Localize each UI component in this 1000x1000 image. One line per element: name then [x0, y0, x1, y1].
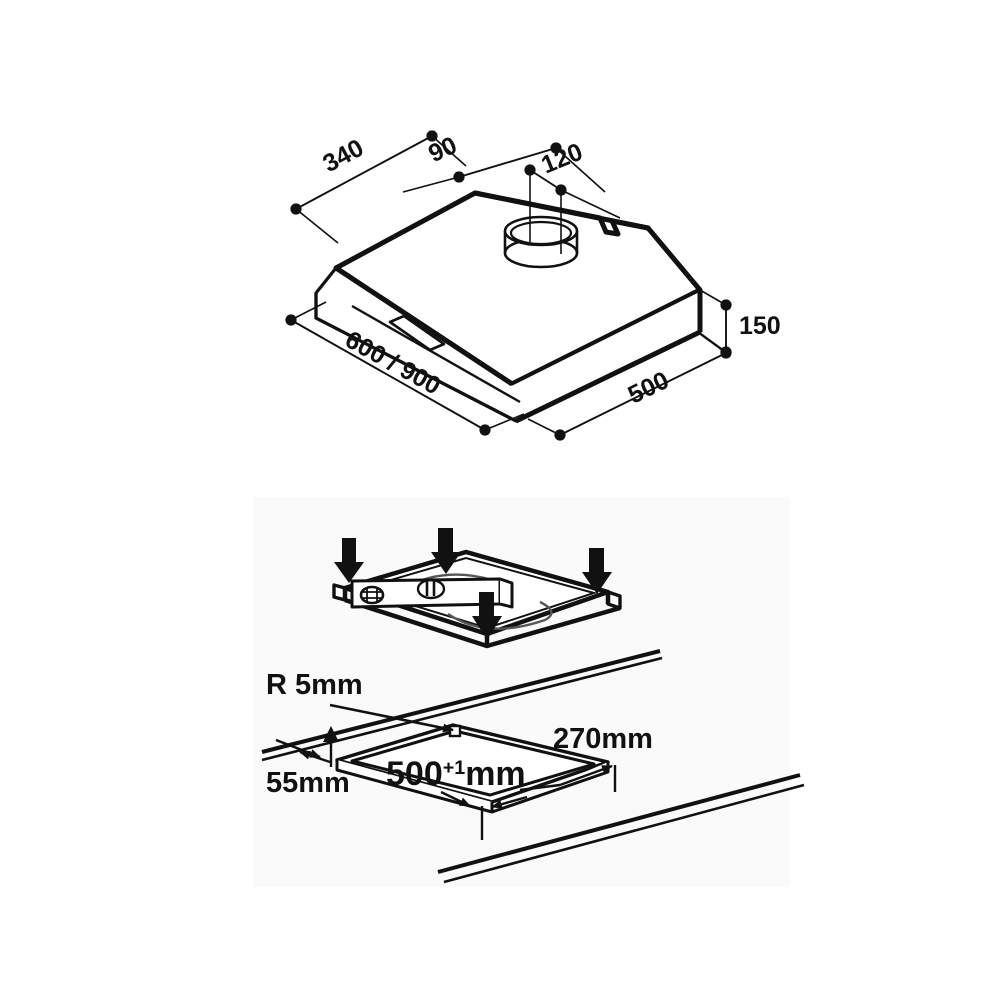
- dim-90-extline-a: [402, 176, 460, 193]
- cooker-hood-body: [314, 190, 703, 424]
- dim-120-dot-start: [524, 164, 536, 176]
- dim-height-dot-start: [720, 299, 732, 311]
- dim-270-line: [559, 764, 613, 787]
- dim-90-dot-start: [453, 171, 465, 183]
- press-arrow-front-icon: [472, 592, 502, 640]
- dim-340-dot-end: [426, 130, 438, 142]
- dimension-edge-distance: 55mm: [266, 726, 350, 799]
- burner-ring-front: [447, 600, 553, 630]
- dim-120-label: 120: [537, 138, 586, 180]
- press-arrow-right-icon: [582, 548, 612, 594]
- dim-width-dot-end: [479, 424, 491, 436]
- dim-height-label: 150: [739, 312, 781, 340]
- dim-55-leader-lower: [299, 750, 331, 764]
- press-arrow-left-icon: [334, 538, 364, 583]
- dim-120-dot-end: [555, 184, 567, 196]
- dim-500mm-tolerance: +1: [443, 757, 466, 779]
- r5mm-leader-line: [329, 703, 454, 733]
- cutout-inner-aperture: [350, 729, 596, 797]
- dim-55-arrow-up-icon: [323, 726, 339, 742]
- dim-340-extline-b: [431, 135, 467, 167]
- dim-120-leader: [560, 189, 621, 219]
- dim-90-extline-b: [555, 147, 606, 193]
- hob-control-strip-end: [499, 577, 514, 609]
- duct-outlet-cylinder: [503, 215, 579, 269]
- dim-270mm-label: 270mm: [553, 723, 653, 755]
- dim-width-extline-a: [290, 301, 327, 321]
- dim-90-dot-end: [550, 142, 562, 154]
- dim-width-dot-start: [285, 314, 297, 326]
- dim-120-line: [529, 169, 562, 191]
- hood-front-band: [314, 293, 517, 423]
- dim-depth-line: [559, 352, 727, 436]
- hood-rear-edge: [472, 190, 651, 237]
- control-knob-grid-icon: [363, 588, 381, 602]
- hob-inner-recess: [356, 556, 598, 630]
- callout-corner-radius: R 5mm: [266, 669, 454, 733]
- dim-500-leader-left: [440, 790, 471, 808]
- dimension-cutout-depth: 270mm: [519, 723, 653, 792]
- dim-340-line: [295, 135, 433, 210]
- worktop-upper-edge-2: [261, 656, 663, 762]
- dim-55mm-label: 55mm: [266, 767, 350, 799]
- dimension-cutout-width: 500+1mm: [386, 755, 528, 840]
- dim-340-extline-a: [295, 208, 339, 244]
- hood-front-underline: [351, 304, 521, 404]
- dim-500mm-value: 500: [386, 755, 443, 793]
- hood-bottom-bevel: [514, 329, 702, 424]
- dim-500mm-suffix: mm: [465, 755, 525, 793]
- dim-height-dot-end: [720, 346, 732, 358]
- dim-depth-dot-start: [554, 429, 566, 441]
- dim-500mm-label: 500+1mm: [386, 755, 526, 793]
- dim-340-label: 340: [318, 134, 368, 178]
- dim-depth-extline-a: [527, 418, 561, 436]
- dim-55-leader-upper: [275, 738, 321, 759]
- r5mm-label: R 5mm: [266, 669, 363, 701]
- install-press-arrows: [334, 528, 612, 640]
- press-arrow-top-icon: [431, 528, 461, 574]
- hob-assembly: [332, 528, 622, 649]
- dim-width-extline-b: [484, 413, 525, 431]
- dimension-height: 150: [699, 289, 781, 358]
- burner-cap-detail: [425, 580, 436, 596]
- dim-width-line: [290, 319, 486, 431]
- hood-front-plate: [334, 265, 514, 387]
- control-knob-icon[interactable]: [359, 585, 385, 605]
- dim-500-leader-right: [491, 795, 528, 809]
- duct-top-ellipse-inner: [509, 220, 573, 246]
- control-panel-slot[interactable]: [388, 314, 446, 352]
- dim-340-dot-start: [290, 203, 302, 215]
- worktop-front-edge-1: [437, 773, 801, 874]
- dim-depth-label: 500: [624, 366, 674, 409]
- worktop-front-edge-2: [443, 783, 805, 884]
- dim-90-line: [458, 147, 557, 178]
- dim-270-leader: [519, 783, 561, 792]
- burner-cap-outline: [416, 578, 446, 600]
